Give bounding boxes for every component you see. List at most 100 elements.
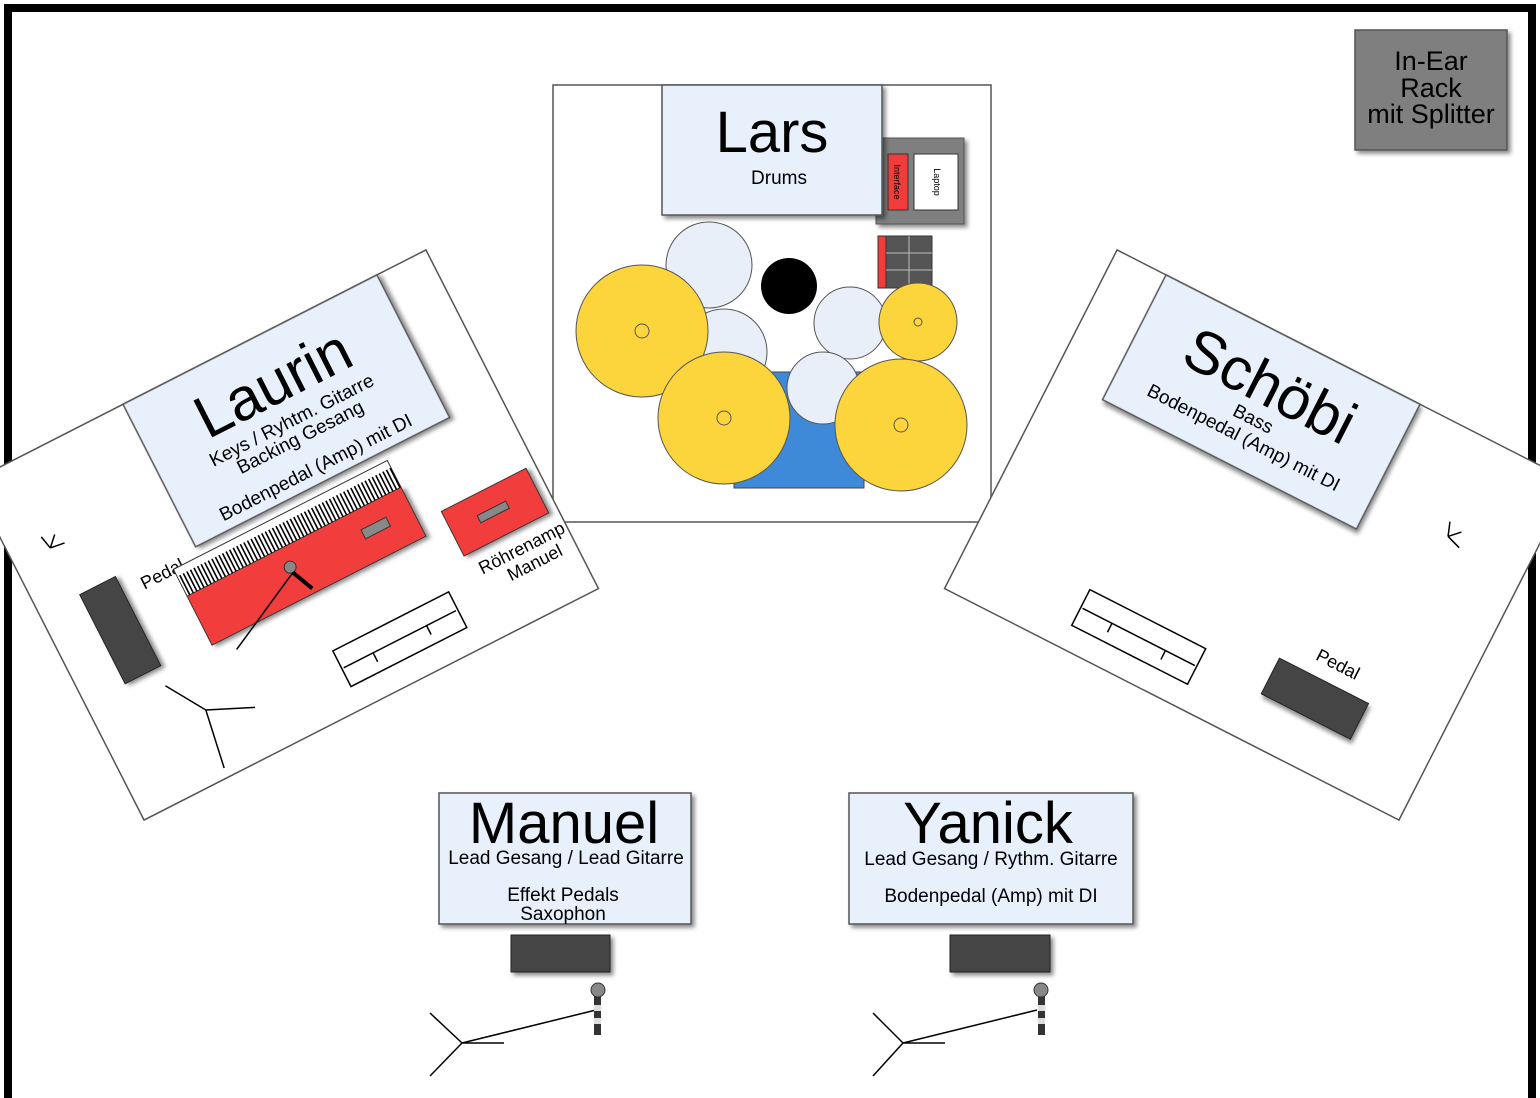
keyboard-key — [360, 482, 373, 503]
schoebi-pedal — [1260, 657, 1370, 740]
keyboard-key — [321, 502, 334, 523]
manuel-mic-icon — [590, 982, 606, 1035]
yanick-pedal — [949, 934, 1051, 973]
manuel-line2: Effekt Pedals — [507, 885, 619, 906]
keyboard-key — [271, 527, 284, 548]
keyboard-key — [310, 507, 323, 528]
keyboard-key — [350, 487, 362, 508]
keyboard-key — [214, 556, 227, 577]
keyboard-key — [314, 505, 326, 527]
keyboard-key — [225, 551, 237, 572]
keyboard-key — [382, 471, 394, 492]
cymbal-bottom-right — [834, 358, 968, 492]
keyboard-key — [268, 529, 280, 550]
yanick-area: Yanick Lead Gesang / Rythm. Gitarre Bode… — [848, 791, 1134, 1077]
drummer-label-box — [661, 84, 883, 216]
manuel-mic-stand-icon — [429, 1009, 597, 1077]
interface-label: Interface — [892, 164, 902, 199]
keyboard-key — [232, 547, 244, 568]
keyboard-key — [328, 498, 341, 519]
keyboard-key — [332, 496, 344, 518]
keyboard-key — [211, 558, 223, 579]
keyboard-key — [282, 522, 294, 543]
keyboard-key — [278, 523, 291, 545]
keyboard-key — [296, 514, 309, 536]
keyboard-key — [342, 491, 355, 512]
keyboard-key — [193, 567, 205, 588]
laurin-area: Laurin Keys / Ryhtm. Gitarre Backing Ges… — [0, 248, 600, 822]
manuel-line1: Lead Gesang / Lead Gitarre — [448, 848, 684, 869]
keyboard-key — [239, 543, 252, 565]
rack-label-3: mit Splitter — [1367, 99, 1495, 129]
laptop-box — [913, 153, 959, 211]
yanick-mic-icon — [1033, 982, 1049, 1035]
sample-pad — [877, 235, 933, 289]
keyboard-key — [357, 483, 369, 505]
manuel-pedalboard — [510, 934, 611, 973]
laptop-label: Laptop — [932, 168, 942, 196]
keyboard-key — [339, 493, 351, 514]
keyboard-key — [228, 549, 241, 570]
keyboard-key — [182, 572, 195, 594]
schoebi-area: Schöbi Bass Bodenpedal (Amp) mit DI Peda… — [943, 248, 1540, 822]
keyboard-key — [275, 525, 287, 547]
keyboard-key — [293, 516, 305, 538]
keyboard-key — [236, 545, 248, 567]
manuel-line3: Saxophon — [520, 904, 606, 925]
keyboard-key — [289, 518, 301, 539]
rack-label-1: In-Ear — [1394, 46, 1468, 76]
rack-label-2: Rack — [1400, 73, 1462, 103]
keyboard-key — [300, 513, 312, 534]
keyboard-key — [378, 473, 391, 494]
mic-stand-small-icon — [40, 534, 65, 549]
manuel-area: Manuel Lead Gesang / Lead Gitarre Effekt… — [429, 791, 692, 1077]
keyboard-key — [243, 542, 255, 563]
interface-box — [887, 153, 909, 211]
cymbal-left — [575, 264, 709, 398]
drummer-role: Drums — [751, 168, 807, 189]
keyboard-key — [285, 520, 298, 541]
laurin-label-box — [121, 273, 451, 548]
keyboard-key — [200, 563, 212, 585]
keyboard-key — [318, 503, 330, 525]
yanick-label-box — [848, 792, 1134, 925]
keyboard-key — [375, 474, 387, 496]
keyboard-key — [179, 574, 191, 596]
cymbal-bottom-left — [657, 351, 791, 485]
keyboard-key — [189, 569, 202, 590]
keyboard-key — [203, 562, 216, 583]
drummer-name: Lars — [716, 100, 829, 165]
keyboard-key — [385, 469, 398, 490]
schoebi-label-box — [1101, 273, 1422, 531]
keyboard-key — [246, 540, 259, 561]
keyboard-key — [364, 480, 376, 501]
cymbal-small-right — [878, 282, 958, 362]
drum-riser: Interface Laptop Lars Drums — [552, 84, 992, 523]
keyboard-key — [389, 467, 401, 488]
keyboard-key — [346, 489, 358, 510]
keyboard-key — [218, 554, 230, 576]
keyboard-key — [335, 494, 348, 516]
keyboard-key — [264, 531, 276, 552]
tom-right — [813, 286, 887, 360]
keyboard-key — [207, 560, 219, 581]
laurin-monitor — [331, 590, 468, 688]
yanick-line2: Bodenpedal (Amp) mit DI — [884, 886, 1097, 907]
manuel-label-box — [438, 792, 692, 925]
yanick-line1: Lead Gesang / Rythm. Gitarre — [864, 849, 1117, 870]
keyboard-key — [367, 478, 380, 499]
drum-throne — [761, 258, 817, 314]
in-ear-rack: In-Ear Rack mit Splitter — [1354, 29, 1508, 151]
laurin-mic-stand-icon — [165, 685, 256, 769]
keyboard-key — [371, 476, 383, 498]
keyboard-key — [307, 509, 319, 530]
keyboard-key — [186, 571, 198, 592]
laurin-pedal — [79, 575, 162, 685]
keyboard-key — [250, 538, 262, 559]
keyboard-key — [325, 500, 337, 521]
keyboard-key — [196, 565, 209, 587]
keyboard-key — [261, 533, 273, 554]
keyboard-key — [253, 536, 266, 557]
keyboard-key — [353, 485, 366, 507]
